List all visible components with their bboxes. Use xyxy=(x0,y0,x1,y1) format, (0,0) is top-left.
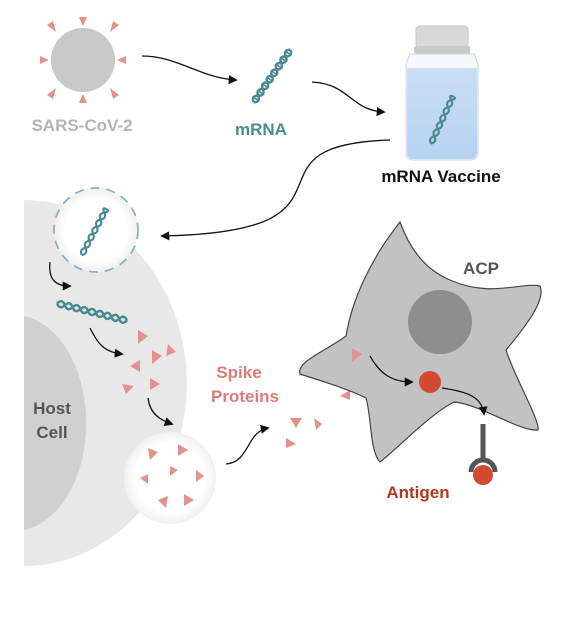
acp-label: ACP xyxy=(463,259,499,278)
arrow-virus-to-mrna xyxy=(141,55,238,85)
virus-icon xyxy=(40,17,126,103)
spike-proteins-in-cell xyxy=(122,330,176,394)
vaccine-label: mRNA Vaccine xyxy=(381,167,500,186)
arrow-to-surface xyxy=(441,387,488,416)
arrow-mrna-to-vaccine xyxy=(311,81,386,117)
arrow-processing xyxy=(369,355,414,387)
vaccine-vial-icon xyxy=(405,25,479,161)
arrow-vaccine-to-host xyxy=(160,139,391,241)
virus-label: SARS-CoV-2 xyxy=(31,116,132,135)
released-mrna-icon xyxy=(55,300,129,324)
mrna-label: mRNA xyxy=(235,120,287,139)
processed-antigen xyxy=(419,371,441,393)
acp-nucleus xyxy=(408,290,472,354)
host-label-line1: Host xyxy=(33,399,71,418)
mrna-strand-icon xyxy=(251,48,293,104)
exocytosis-bubble xyxy=(124,432,216,524)
acp-spike-protein xyxy=(352,348,362,362)
mhc-receptor-icon xyxy=(468,424,498,485)
arrow-translation xyxy=(89,327,124,358)
spike-label-line1: Spike xyxy=(216,363,261,382)
spike-label-line2: Proteins xyxy=(211,387,279,406)
free-spike-proteins xyxy=(286,390,350,448)
presented-antigen xyxy=(473,465,493,485)
arrow-to-exocytosis xyxy=(147,397,174,427)
arrow-exocytosis-out xyxy=(225,424,270,465)
antigen-label: Antigen xyxy=(386,483,449,502)
endosome-bubble xyxy=(53,187,139,273)
host-nucleus xyxy=(24,316,87,530)
arrow-release xyxy=(49,261,72,291)
host-label-line2: Cell xyxy=(36,423,67,442)
